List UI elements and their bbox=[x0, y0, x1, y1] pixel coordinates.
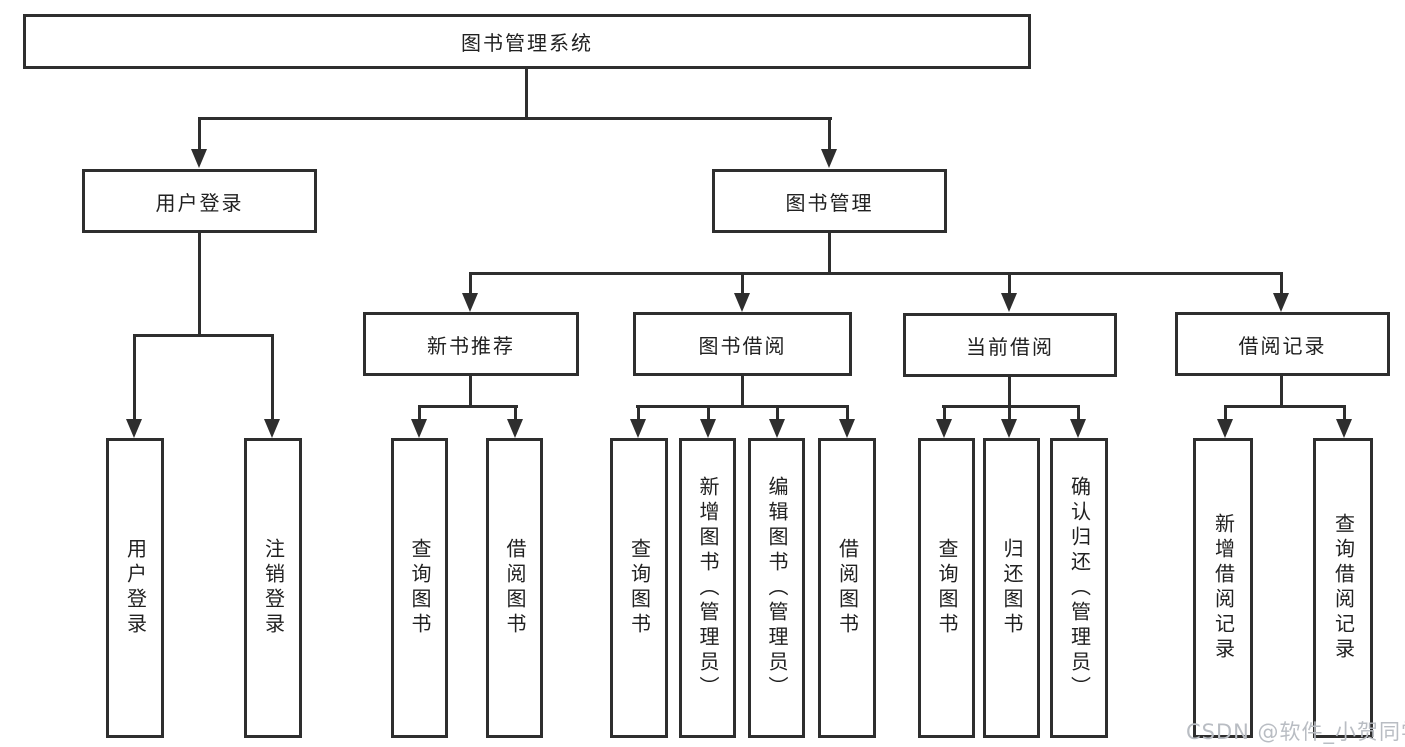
connector-leaf-logout-shaft bbox=[271, 334, 274, 419]
connector-borrowing-records-split bbox=[1224, 405, 1346, 408]
connector-borrowing-records-shaft bbox=[1280, 272, 1283, 294]
csdn-watermark: CSDN @软件_小贺同学 bbox=[1186, 720, 1405, 744]
connector-leaf-shaft bbox=[1224, 405, 1227, 420]
node-library-system: 图书管理系统 bbox=[23, 14, 1031, 69]
connector-borrowing-records-drop bbox=[1280, 376, 1283, 407]
arrowhead-leaf-query-books-3 bbox=[936, 419, 952, 438]
leaf-add-books-admin: 新增图书（管理员） bbox=[679, 438, 736, 738]
connector-root-drop bbox=[525, 69, 528, 120]
arrowhead-leaf-add-record bbox=[1217, 419, 1233, 438]
leaf-query-books-newrec: 查询图书 bbox=[391, 438, 448, 738]
connector-book-borrowing-drop bbox=[741, 376, 744, 407]
leaf-query-books-borrow: 查询图书 bbox=[610, 438, 668, 738]
leaf-borrow-books-newrec: 借阅图书 bbox=[486, 438, 543, 738]
connector-leaf-shaft bbox=[514, 405, 517, 420]
arrowhead-book-borrowing bbox=[734, 293, 750, 312]
connector-new-book-split bbox=[418, 405, 518, 408]
leaf-add-borrow-record: 新增借阅记录 bbox=[1193, 438, 1253, 738]
arrowhead-leaf-borrow-books-1 bbox=[507, 419, 523, 438]
arrowhead-leaf-query-record bbox=[1336, 419, 1352, 438]
connector-leaf-shaft bbox=[846, 405, 849, 420]
connector-current-borrowing-split bbox=[942, 405, 1080, 408]
node-book-management: 图书管理 bbox=[712, 169, 947, 233]
connector-leaf-shaft bbox=[1343, 405, 1346, 420]
arrowhead-leaf-logout bbox=[264, 419, 280, 438]
connector-level3-split bbox=[469, 272, 1283, 275]
leaf-confirm-return-admin: 确认归还（管理员） bbox=[1050, 438, 1108, 738]
arrowhead-leaf-return-books bbox=[1001, 419, 1017, 438]
arrowhead-current-borrowing bbox=[1001, 293, 1017, 312]
connector-leaf-shaft bbox=[1077, 405, 1080, 420]
connector-current-borrowing-drop bbox=[1008, 377, 1011, 407]
leaf-return-books: 归还图书 bbox=[983, 438, 1040, 738]
leaf-logout: 注销登录 bbox=[244, 438, 302, 738]
connector-book-borrowing-split bbox=[636, 405, 849, 408]
connector-user-login-shaft bbox=[198, 117, 201, 150]
connector-leaf-shaft bbox=[943, 405, 946, 420]
arrowhead-borrowing-records bbox=[1273, 293, 1289, 312]
arrowhead-new-book bbox=[462, 293, 478, 312]
connector-current-borrowing-shaft bbox=[1008, 272, 1011, 294]
connector-book-management-drop bbox=[828, 233, 831, 274]
connector-level2-split bbox=[198, 117, 832, 120]
connector-leaf-login-shaft bbox=[133, 334, 136, 419]
leaf-user-login: 用户登录 bbox=[106, 438, 164, 738]
node-book-borrowing: 图书借阅 bbox=[633, 312, 852, 376]
node-user-login: 用户登录 bbox=[82, 169, 317, 233]
arrowhead-user-login bbox=[191, 149, 207, 168]
leaf-edit-books-admin: 编辑图书（管理员） bbox=[748, 438, 805, 738]
connector-new-book-drop bbox=[469, 376, 472, 407]
node-new-book-recommendation: 新书推荐 bbox=[363, 312, 579, 376]
leaf-query-books-current: 查询图书 bbox=[918, 438, 975, 738]
connector-leaf-shaft bbox=[1008, 405, 1011, 420]
arrowhead-leaf-confirm-return bbox=[1070, 419, 1086, 438]
connector-new-book-shaft bbox=[469, 272, 472, 294]
connector-user-login-drop bbox=[198, 233, 201, 336]
node-current-borrowing: 当前借阅 bbox=[903, 313, 1117, 377]
connector-leaf-shaft bbox=[776, 405, 779, 420]
arrowhead-leaf-query-books-1 bbox=[411, 419, 427, 438]
connector-user-login-split bbox=[133, 334, 274, 337]
leaf-query-borrow-record: 查询借阅记录 bbox=[1313, 438, 1373, 738]
arrowhead-leaf-edit-books bbox=[769, 419, 785, 438]
connector-book-management-shaft bbox=[828, 117, 831, 150]
arrowhead-book-management bbox=[821, 149, 837, 168]
arrowhead-leaf-query-books-2 bbox=[630, 419, 646, 438]
connector-leaf-shaft bbox=[707, 405, 710, 420]
arrowhead-leaf-login bbox=[126, 419, 142, 438]
connector-leaf-shaft bbox=[637, 405, 640, 420]
leaf-borrow-books-borrow: 借阅图书 bbox=[818, 438, 876, 738]
arrowhead-leaf-add-books bbox=[700, 419, 716, 438]
connector-book-borrowing-shaft bbox=[741, 272, 744, 294]
connector-leaf-shaft bbox=[418, 405, 421, 420]
arrowhead-leaf-borrow-books-2 bbox=[839, 419, 855, 438]
node-borrowing-records: 借阅记录 bbox=[1175, 312, 1390, 376]
